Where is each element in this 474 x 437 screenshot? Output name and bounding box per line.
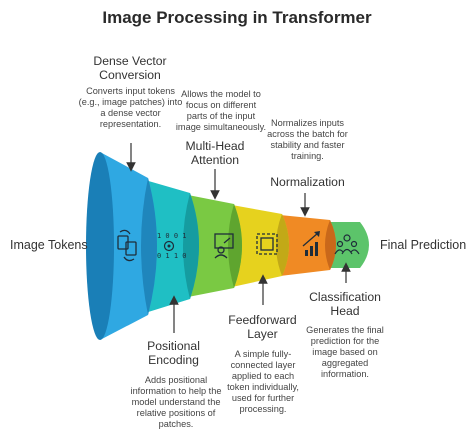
segment-classification-head (330, 222, 369, 268)
svg-text:0 1 1 0: 0 1 1 0 (157, 252, 187, 260)
stage-desc-dense-vector: Converts input tokens (e.g., image patch… (78, 86, 183, 129)
stage-title-multi-head-attention: Multi-Head Attention (185, 139, 245, 167)
stage-title-positional-encoding: Positional Encoding (147, 339, 200, 367)
document-convert-icon (117, 229, 137, 262)
stage-title-normalization: Normalization (270, 175, 345, 189)
stage-title-classification-head: Classification Head (309, 290, 381, 318)
input-label: Image Tokens (10, 238, 88, 252)
stage-desc-feedforward: A simple fully-connected layer applied t… (227, 349, 299, 414)
segment-dense-vector (86, 152, 157, 340)
funnel-mouth (86, 152, 114, 340)
stage-desc-classification-head: Generates the final prediction for the i… (306, 325, 384, 379)
segment-positional-encoding (145, 180, 199, 313)
stage-desc-normalization: Normalizes inputs across the batch for s… (267, 118, 348, 161)
stage-title-feedforward: Feedforward Layer (228, 313, 297, 341)
team-icon (334, 234, 360, 255)
dashed-square-icon (256, 233, 278, 255)
stage-title-dense-vector: Dense Vector Conversion (93, 54, 167, 82)
output-label: Final Prediction (380, 238, 467, 252)
diagram-title: Image Processing in Transformer (102, 8, 372, 27)
segment-normalization (280, 215, 336, 276)
stage-desc-multi-head-attention: Allows the model to focus on different p… (175, 89, 267, 132)
stage-desc-positional-encoding: Adds positional information to help the … (130, 375, 222, 429)
svg-text:1 0 0 1: 1 0 0 1 (157, 232, 187, 240)
growth-chart-icon (302, 231, 320, 256)
presentation-icon (214, 233, 234, 259)
binary-code-icon: 1 0 0 1 0 1 1 0 (157, 232, 187, 260)
